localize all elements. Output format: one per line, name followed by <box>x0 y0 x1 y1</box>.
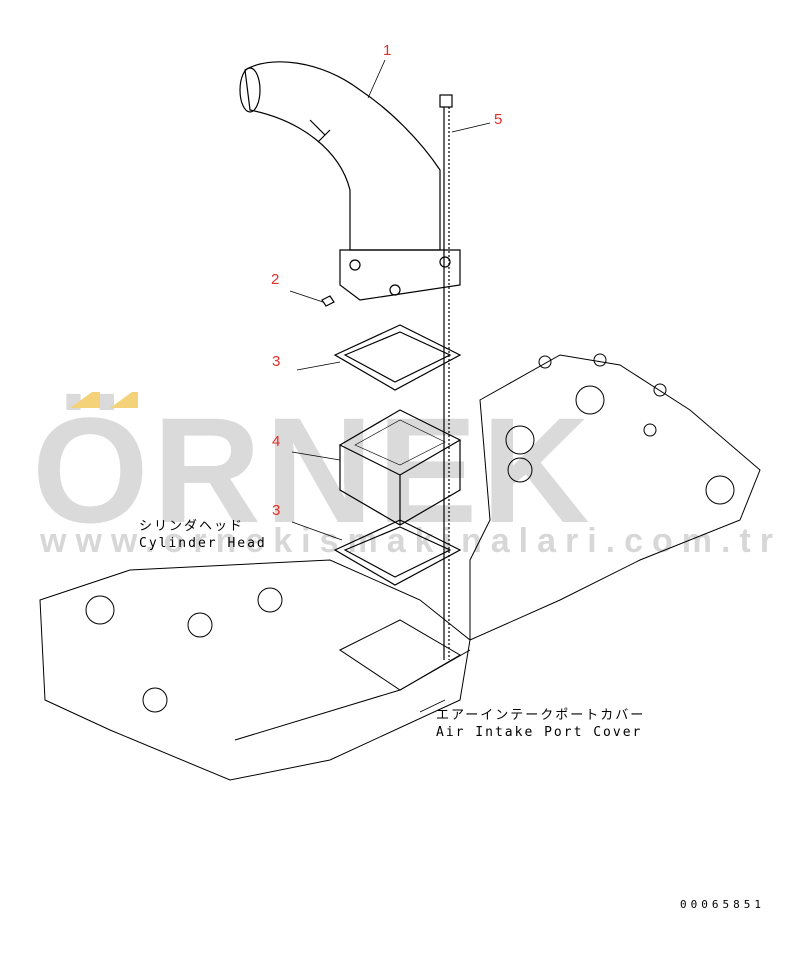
leader-lines <box>289 59 491 713</box>
watermark-url: www.ornekismakinalari.com.tr <box>40 522 783 560</box>
part-intake-elbow <box>239 61 461 301</box>
callout-2: 2 <box>271 271 280 288</box>
cylinder-head-jp: シリンダヘッド <box>139 519 245 534</box>
watermark-logo: ÖRNEK <box>32 386 594 554</box>
callout-5: 5 <box>494 111 503 128</box>
air-intake-en: Air Intake Port Cover <box>436 725 643 740</box>
callout-3-lower: 3 <box>272 502 281 519</box>
part-long-bolt <box>439 94 453 660</box>
cylinder-head-left <box>39 559 471 781</box>
part-bolt-small <box>321 295 335 307</box>
watermark-accent <box>110 392 138 408</box>
callout-3-upper: 3 <box>272 353 281 370</box>
air-intake-cover-label: エアーインテークポートカバー Air Intake Port Cover <box>436 707 645 741</box>
part-gasket-upper <box>333 324 462 391</box>
cylinder-head-right <box>469 353 761 641</box>
part-gasket-lower <box>333 519 462 586</box>
document-number: 00065851 <box>680 898 765 911</box>
cylinder-head-en: Cylinder Head <box>139 536 267 551</box>
callout-4: 4 <box>272 433 281 450</box>
cylinder-head-label: シリンダヘッド Cylinder Head <box>139 518 267 552</box>
callout-1: 1 <box>383 42 392 59</box>
air-intake-jp: エアーインテークポートカバー <box>436 708 646 723</box>
part-intake-heater <box>338 409 462 526</box>
watermark-accent <box>70 392 100 408</box>
